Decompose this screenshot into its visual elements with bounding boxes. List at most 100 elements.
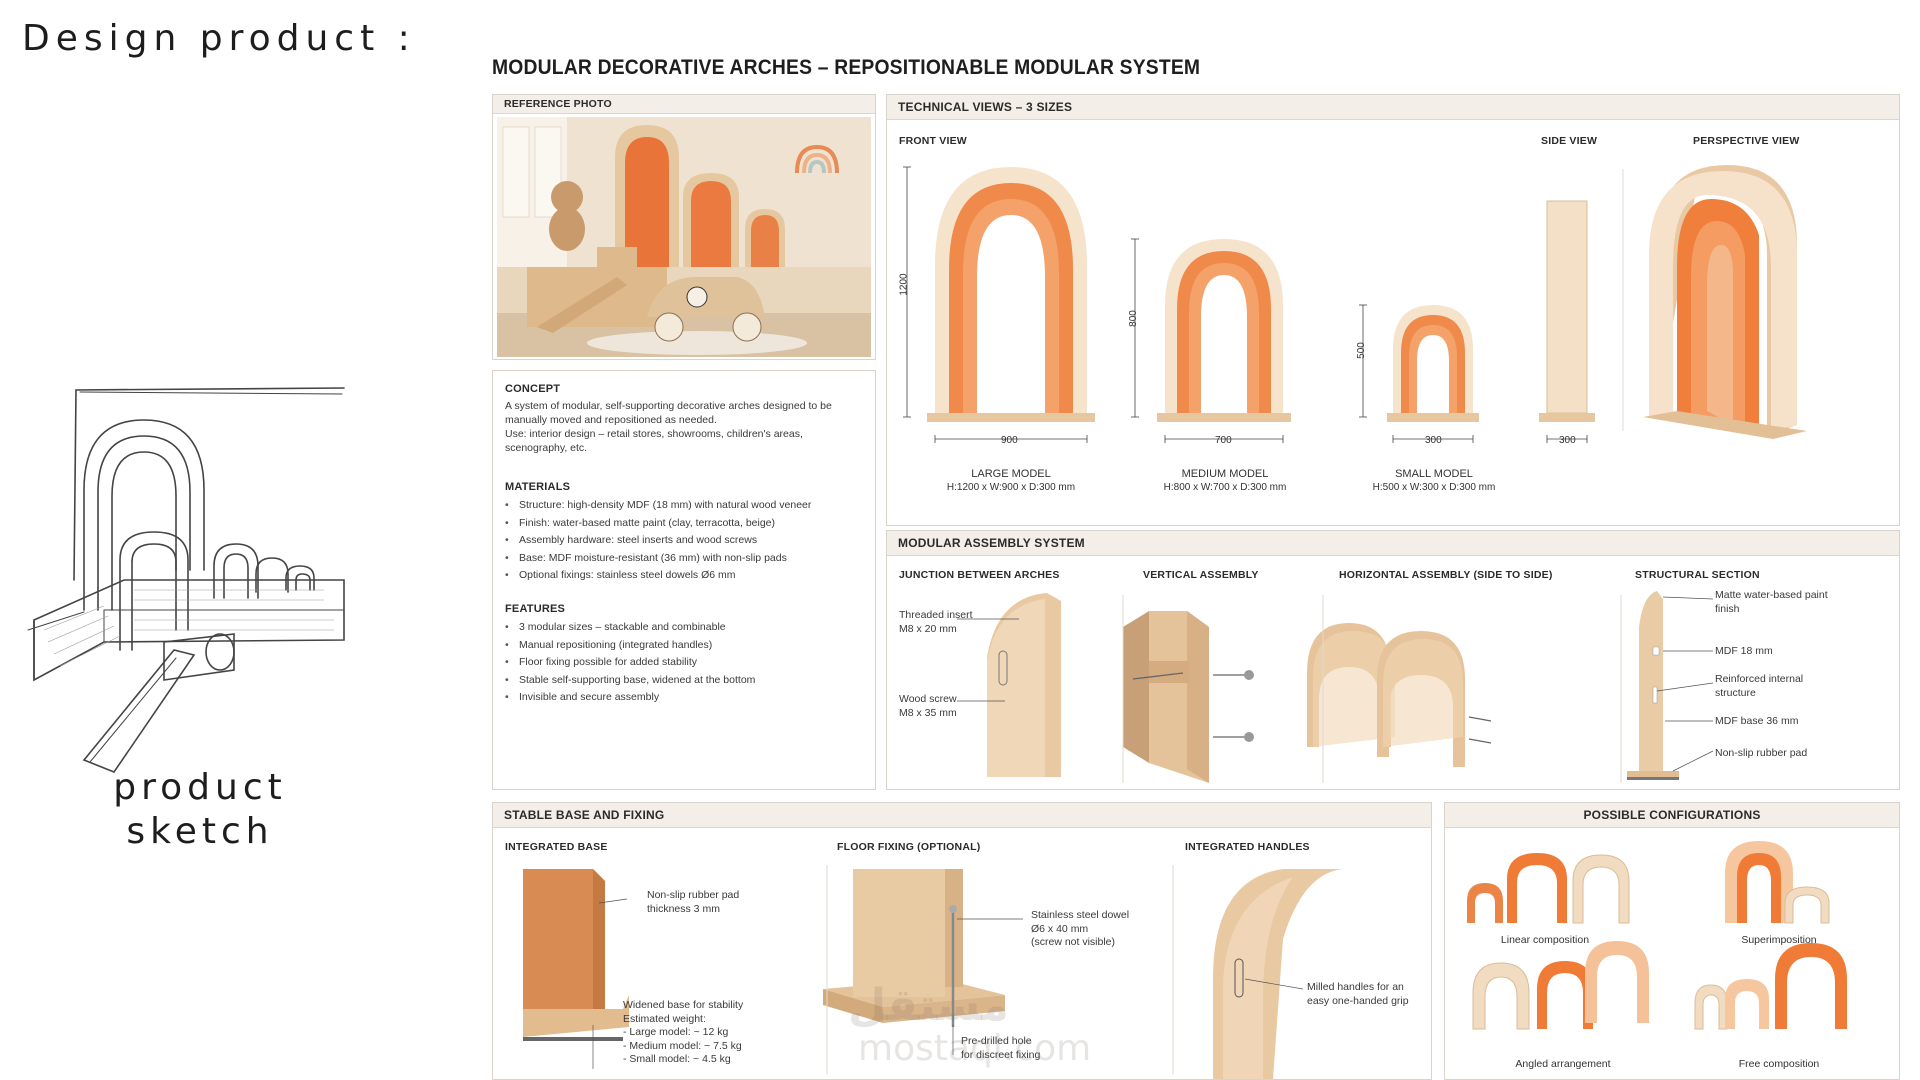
configurations-panel: POSSIBLE CONFIGURATIONS Linear compositi… (1444, 802, 1900, 1080)
note-line: thickness 3 mm (647, 902, 720, 915)
horizontal-label: HORIZONTAL ASSEMBLY (SIDE TO SIDE) (1339, 569, 1553, 581)
dim-w-medium: 700 (1215, 435, 1232, 446)
model-small: SMALL MODEL H:500 x W:300 x D:300 mm (1349, 467, 1519, 495)
note-line: Ø6 x 40 mm (1031, 922, 1089, 935)
section-reinforced-note: Reinforced internal structure (1715, 673, 1803, 700)
widened-base-note: Widened base for stability Estimated wei… (623, 999, 743, 1067)
materials-header: MATERIALS (505, 481, 571, 493)
note-line: M8 x 20 mm (899, 622, 957, 635)
config-free: Free composition (1738, 1058, 1820, 1070)
dim-w-small: 300 (1425, 435, 1442, 446)
features-header: FEATURES (505, 603, 566, 615)
product-sketch (27, 387, 345, 773)
assembly-drawings (957, 591, 1714, 783)
config-superimposition: Superimposition (1741, 934, 1817, 946)
large-arch (927, 167, 1095, 422)
note-line: Matte water-based paint (1715, 589, 1828, 601)
model-name: SMALL MODEL (1395, 468, 1473, 480)
reference-photo (497, 117, 871, 357)
note-line: easy one-handed grip (1307, 994, 1409, 1007)
features-item: Invisible and secure assembly (505, 689, 865, 707)
page-heading: Design product : (22, 18, 416, 59)
perspective-arch (1643, 165, 1807, 439)
concept-panel: CONCEPT A system of modular, self-suppor… (492, 370, 876, 790)
features-item: 3 modular sizes – stackable and combinab… (505, 619, 865, 637)
materials-list: Structure: high-density MDF (18 mm) with… (505, 497, 865, 585)
note-line: finish (1715, 602, 1740, 615)
watermark-url: mostaql.com (858, 1028, 1092, 1069)
section-paint-note: Matte water-based paint finish (1715, 589, 1828, 616)
dim-h-medium: 800 (1127, 310, 1139, 327)
concept-text-2: Use: interior design – retail stores, sh… (505, 428, 803, 454)
features-item: Manual repositioning (integrated handles… (505, 637, 865, 655)
note-line: for discreet fixing (961, 1048, 1041, 1061)
wood-screw-note: Wood screw M8 x 35 mm (899, 693, 957, 720)
features-item: Floor fixing possible for added stabilit… (505, 654, 865, 672)
medium-arch (1157, 239, 1291, 422)
note-line: Estimated weight: (623, 1012, 706, 1025)
technical-views-header: TECHNICAL VIEWS – 3 SIZES (887, 95, 1899, 120)
vertical-label: VERTICAL ASSEMBLY (1143, 569, 1259, 581)
watermark-logo: مستقل (848, 980, 1009, 1031)
features-list: 3 modular sizes – stackable and combinab… (505, 619, 865, 707)
concept-header: CONCEPT (505, 383, 561, 395)
side-view-base (1539, 413, 1595, 422)
sketch-caption-line1: product (113, 767, 287, 808)
note-line: Pre-drilled hole (961, 1035, 1032, 1047)
side-view-label: SIDE VIEW (1541, 135, 1598, 147)
base-drawings (523, 865, 1343, 1079)
note-line: Threaded insert (899, 609, 973, 621)
sketch-caption: product sketch (70, 766, 330, 854)
assembly-header: MODULAR ASSEMBLY SYSTEM (887, 531, 1899, 556)
materials-item: Finish: water-based matte paint (clay, t… (505, 515, 865, 533)
materials-item: Assembly hardware: steel inserts and woo… (505, 532, 865, 550)
configuration-drawings (1467, 841, 1847, 1030)
model-spec: H:500 x W:300 x D:300 mm (1372, 482, 1496, 493)
note-line: Widened base for stability (623, 999, 744, 1011)
dim-w-large: 900 (1001, 435, 1018, 446)
concept-text: A system of modular, self-supporting dec… (505, 399, 865, 455)
materials-item: Optional fixings: stainless steel dowels… (505, 567, 865, 585)
base-header: STABLE BASE AND FIXING (493, 803, 1431, 828)
front-view-label: FRONT VIEW (899, 135, 967, 147)
section-pad-note: Non-slip rubber pad (1715, 747, 1808, 759)
reference-photo-header: REFERENCE PHOTO (493, 95, 875, 114)
small-arch (1387, 305, 1479, 422)
config-linear: Linear composition (1500, 934, 1590, 946)
board-title: MODULAR DECORATIVE ARCHES – REPOSITIONAB… (492, 56, 1201, 79)
note-line: (screw not visible) (1031, 936, 1116, 948)
note-line: Non-slip rubber pad (647, 889, 740, 901)
section-mdf-note: MDF 18 mm (1715, 645, 1773, 657)
handles-label: INTEGRATED HANDLES (1185, 841, 1310, 853)
base-panel: STABLE BASE AND FIXING INTEGRATED BASE F… (492, 802, 1432, 1080)
junction-label: JUNCTION BETWEEN ARCHES (899, 569, 1060, 581)
floor-fixing-label: FLOOR FIXING (OPTIONAL) (837, 841, 981, 853)
reference-photo-panel: REFERENCE PHOTO (492, 94, 876, 360)
concept-text-1: A system of modular, self-supporting dec… (505, 400, 832, 426)
model-large: LARGE MODEL H:1200 x W:900 x D:300 mm (931, 467, 1091, 495)
note-line: Milled handles for an (1307, 981, 1404, 993)
dim-h-small: 500 (1355, 342, 1367, 359)
note-line: Stainless steel dowel (1031, 909, 1130, 921)
threaded-insert-note: Threaded insert M8 x 20 mm (899, 609, 973, 636)
config-angled: Angled arrangement (1515, 1058, 1611, 1070)
note-line: - Medium model: ~ 7.5 kg (623, 1039, 742, 1052)
note-line: structure (1715, 686, 1756, 699)
materials-item: Structure: high-density MDF (18 mm) with… (505, 497, 865, 515)
side-view-board (1546, 200, 1588, 414)
section-base-note: MDF base 36 mm (1715, 715, 1799, 727)
model-spec: H:1200 x W:900 x D:300 mm (946, 482, 1076, 493)
note-line: - Large model: ~ 12 kg (623, 1026, 729, 1038)
assembly-panel: MODULAR ASSEMBLY SYSTEM JUNCTION BETWEEN… (886, 530, 1900, 790)
model-name: LARGE MODEL (971, 468, 1051, 480)
technical-views-panel: TECHNICAL VIEWS – 3 SIZES FRONT VIEW SID… (886, 94, 1900, 526)
technical-drawings (903, 165, 1807, 443)
note-line: - Small model: ~ 4.5 kg (623, 1053, 731, 1065)
note-line: M8 x 35 mm (899, 706, 957, 719)
dim-d-side: 300 (1559, 435, 1576, 446)
dim-h-large: 1200 (898, 273, 910, 296)
features-item: Stable self-supporting base, widened at … (505, 672, 865, 690)
rubber-pad-note: Non-slip rubber pad thickness 3 mm (647, 889, 739, 916)
materials-item: Base: MDF moisture-resistant (36 mm) wit… (505, 550, 865, 568)
integrated-base-label: INTEGRATED BASE (505, 841, 608, 853)
